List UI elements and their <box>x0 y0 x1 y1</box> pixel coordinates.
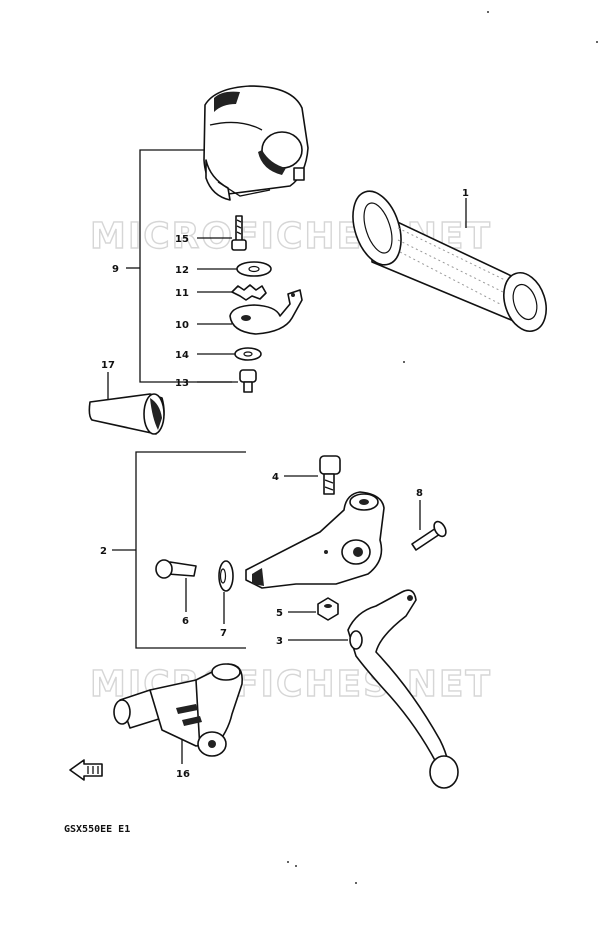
lock-washer-11 <box>231 284 267 301</box>
callout-5: 5 <box>276 608 283 619</box>
screw-15 <box>231 215 247 251</box>
screw-13 <box>239 369 257 393</box>
bolt-4 <box>284 455 341 495</box>
switch-16 <box>113 663 244 764</box>
washer-12 <box>236 261 272 277</box>
callout-13: 13 <box>175 378 189 389</box>
bracket-10 <box>229 289 303 335</box>
callout-14: 14 <box>175 350 189 361</box>
callout-12: 12 <box>175 265 189 276</box>
bolt-8 <box>411 500 447 551</box>
callout-3: 3 <box>276 636 283 647</box>
callout-10: 10 <box>175 320 189 331</box>
callout-16: 16 <box>176 769 190 780</box>
lever-holder-part <box>245 491 385 589</box>
model-code: GSX550EE E1 <box>64 824 130 835</box>
cover-17 <box>88 372 165 435</box>
callout-4: 4 <box>272 472 279 483</box>
callout-9: 9 <box>112 264 119 275</box>
front-arrow-icon <box>69 759 103 781</box>
callout-1: 1 <box>462 188 469 199</box>
callout-11: 11 <box>175 288 189 299</box>
callout-7: 7 <box>220 628 227 639</box>
screw-6 <box>155 559 197 612</box>
specks <box>287 11 598 884</box>
leaders-upper <box>197 198 467 383</box>
nut-5 <box>288 597 339 621</box>
callout-17: 17 <box>101 360 115 371</box>
group-9-bracket <box>126 149 232 383</box>
washer-14 <box>234 347 262 361</box>
group-2-bracket <box>112 451 246 649</box>
grip-1 <box>352 190 547 332</box>
callout-6: 6 <box>182 616 189 627</box>
washer-7 <box>218 560 234 624</box>
callout-8: 8 <box>416 488 423 499</box>
lever-3 <box>288 589 459 789</box>
callout-2: 2 <box>100 546 107 557</box>
switch-housing-part <box>203 85 309 201</box>
callout-15: 15 <box>175 234 189 245</box>
